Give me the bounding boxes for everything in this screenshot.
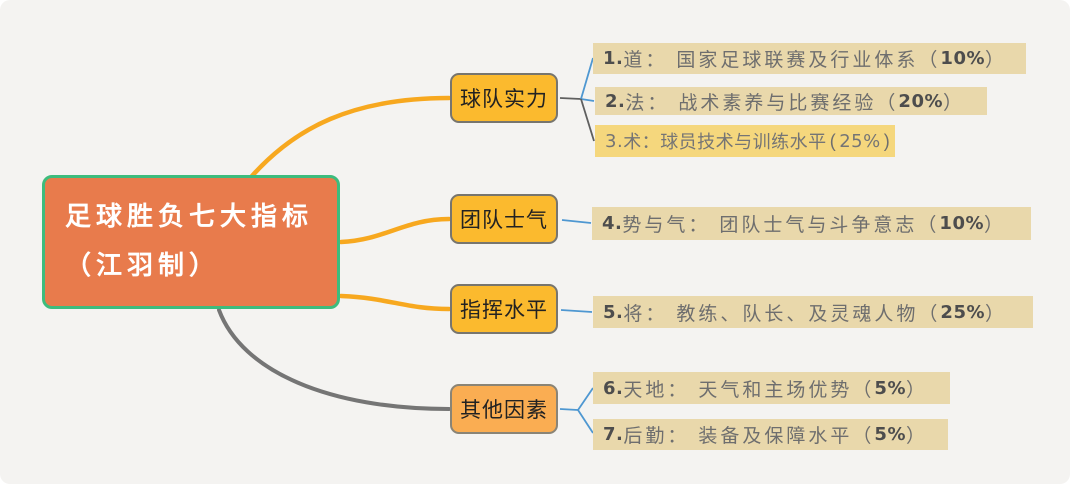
branch-label: 球队实力	[460, 88, 548, 111]
root-title-line1: 足球胜负七大指标	[65, 201, 314, 232]
leaf-num: 5.	[603, 301, 624, 323]
leaf-percent: 5%	[874, 424, 906, 445]
leaf-percent: 10%	[940, 48, 986, 69]
leaf-paren-close: ）	[943, 91, 966, 114]
leaf-keyword: 天地：	[623, 378, 690, 401]
leaf-paren-close: ）	[985, 302, 1008, 325]
leaf-keyword: 法：	[625, 91, 670, 114]
leaf-num: 1.	[603, 48, 624, 69]
leaf-num: 3.	[605, 130, 624, 152]
leaf-keyword: 术：	[623, 132, 661, 152]
leaf-desc: 天气和主场优势	[698, 378, 853, 401]
leaf-num: 7.	[603, 424, 624, 445]
leaf-num: 4.	[602, 213, 623, 234]
leaf-node-1[interactable]: 1.道： 国家足球联赛及行业体系（10%）	[593, 43, 1026, 74]
leaf-paren-open: （	[852, 425, 875, 447]
branch-label: 团队士气	[460, 209, 548, 232]
leaf-node-5[interactable]: 5.将： 教练、队长、及灵魂人物（25%）	[593, 296, 1033, 328]
leaf-paren-close: ）	[985, 49, 1008, 71]
leaf-paren-open: （	[918, 302, 941, 325]
leaf-node-3[interactable]: 3.术：球员技术与训练水平(25%)	[595, 125, 895, 157]
leaf-desc: 战术素养与比赛经验	[678, 91, 877, 114]
branch-node-other-factors[interactable]: 其他因素	[450, 384, 558, 434]
leaf-keyword: 势与气：	[622, 214, 711, 236]
leaf-paren-open: （	[918, 49, 941, 71]
leaf-percent: 5%	[874, 377, 906, 399]
leaf-paren-open: （	[876, 91, 899, 114]
branch-node-team-strength[interactable]: 球队实力	[450, 73, 558, 123]
leaf-paren-close: ）	[905, 378, 928, 401]
leaf-paren-close: ）	[984, 214, 1007, 236]
leaf-percent: 25%	[940, 301, 986, 323]
branch-label: 其他因素	[460, 399, 548, 422]
leaf-percent: 10%	[939, 213, 985, 234]
leaf-paren-open: (	[829, 130, 837, 151]
root-node[interactable]: 足球胜负七大指标 （江羽制）	[42, 175, 340, 309]
leaf-num: 2.	[605, 90, 626, 112]
leaf-node-6[interactable]: 6.天地： 天气和主场优势（5%）	[593, 372, 950, 404]
branch-node-command-level[interactable]: 指挥水平	[450, 284, 558, 334]
leaf-node-7[interactable]: 7.后勤： 装备及保障水平（5%）	[593, 419, 948, 450]
branch-node-team-morale[interactable]: 团队士气	[450, 194, 558, 244]
leaf-keyword: 后勤：	[623, 425, 690, 447]
leaf-paren-close: ）	[905, 425, 928, 447]
leaf-paren-open: （	[917, 214, 940, 236]
leaf-keyword: 将：	[623, 302, 668, 325]
leaf-keyword: 道：	[623, 49, 668, 71]
leaf-percent: 25%	[839, 130, 881, 152]
leaf-paren-open: （	[852, 378, 875, 401]
leaf-paren-close: )	[883, 130, 891, 151]
leaf-desc: 国家足球联赛及行业体系	[676, 49, 919, 71]
leaf-desc: 教练、队长、及灵魂人物	[676, 302, 919, 325]
leaf-desc: 装备及保障水平	[698, 425, 853, 447]
leaf-desc: 球员技术与训练水平	[660, 132, 827, 152]
leaf-percent: 20%	[898, 90, 944, 112]
root-title-line2: （江羽制）	[65, 251, 221, 281]
leaf-node-4[interactable]: 4.势与气： 团队士气与斗争意志（10%）	[592, 207, 1031, 240]
branch-label: 指挥水平	[460, 299, 548, 322]
leaf-num: 6.	[603, 377, 624, 399]
leaf-desc: 团队士气与斗争意志	[719, 214, 918, 236]
leaf-node-2[interactable]: 2.法： 战术素养与比赛经验（20%）	[595, 87, 987, 115]
